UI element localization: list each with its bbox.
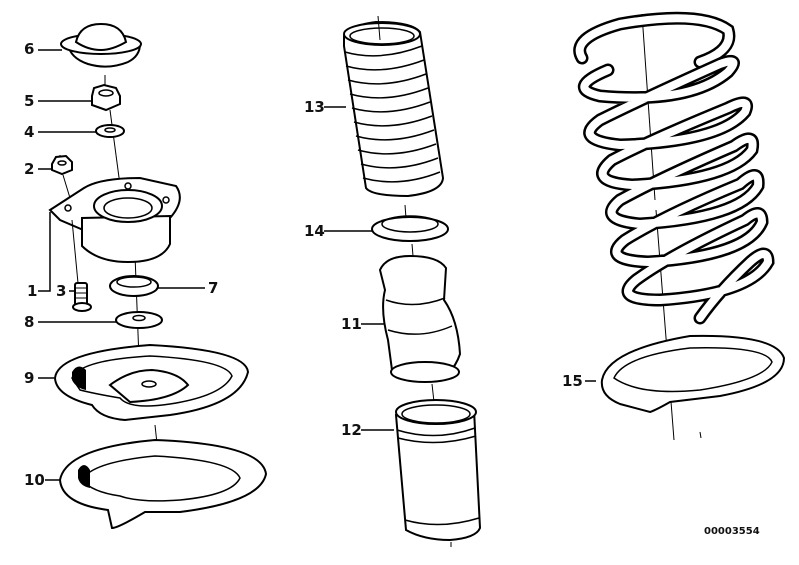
part-14-support-ring [371, 204, 449, 242]
callout-12: 12 [341, 421, 362, 439]
callout-8: 8 [24, 313, 35, 331]
part-6-dust-cap [60, 22, 142, 68]
part-5-hex-nut [91, 83, 121, 112]
part-4-washer [95, 124, 125, 138]
part-8-flat-washer [115, 311, 163, 329]
callout-13: 13 [304, 98, 325, 116]
callout-9: 9 [24, 369, 35, 387]
callout-7: 7 [208, 279, 219, 297]
callout-5: 5 [24, 92, 35, 110]
callout-15: 15 [562, 372, 583, 390]
callout-2: 2 [24, 160, 35, 178]
part-9-upper-spring-seat [53, 343, 250, 422]
part-11-bump-stop [378, 243, 462, 383]
part-13-bellows-dust-boot [343, 15, 445, 198]
part-12-protective-tube [394, 383, 482, 547]
part-10-spring-pad [58, 438, 268, 530]
callout-14: 14 [304, 222, 325, 240]
callout-10: 10 [24, 471, 45, 489]
part-7-bearing-ring [109, 275, 159, 297]
callout-6: 6 [24, 40, 35, 58]
part-2-small-hex-nut [51, 154, 73, 199]
callout-3: 3 [56, 282, 67, 300]
part-1-strut-mount [48, 176, 181, 264]
part-3-bolt [71, 219, 92, 312]
leader-1 [38, 212, 51, 292]
callout-11: 11 [341, 315, 362, 333]
part-15-coil-spring [573, 11, 786, 441]
callout-1: 1 [27, 282, 38, 300]
callout-4: 4 [24, 123, 35, 141]
drawing-number: 00003554 [704, 526, 760, 537]
